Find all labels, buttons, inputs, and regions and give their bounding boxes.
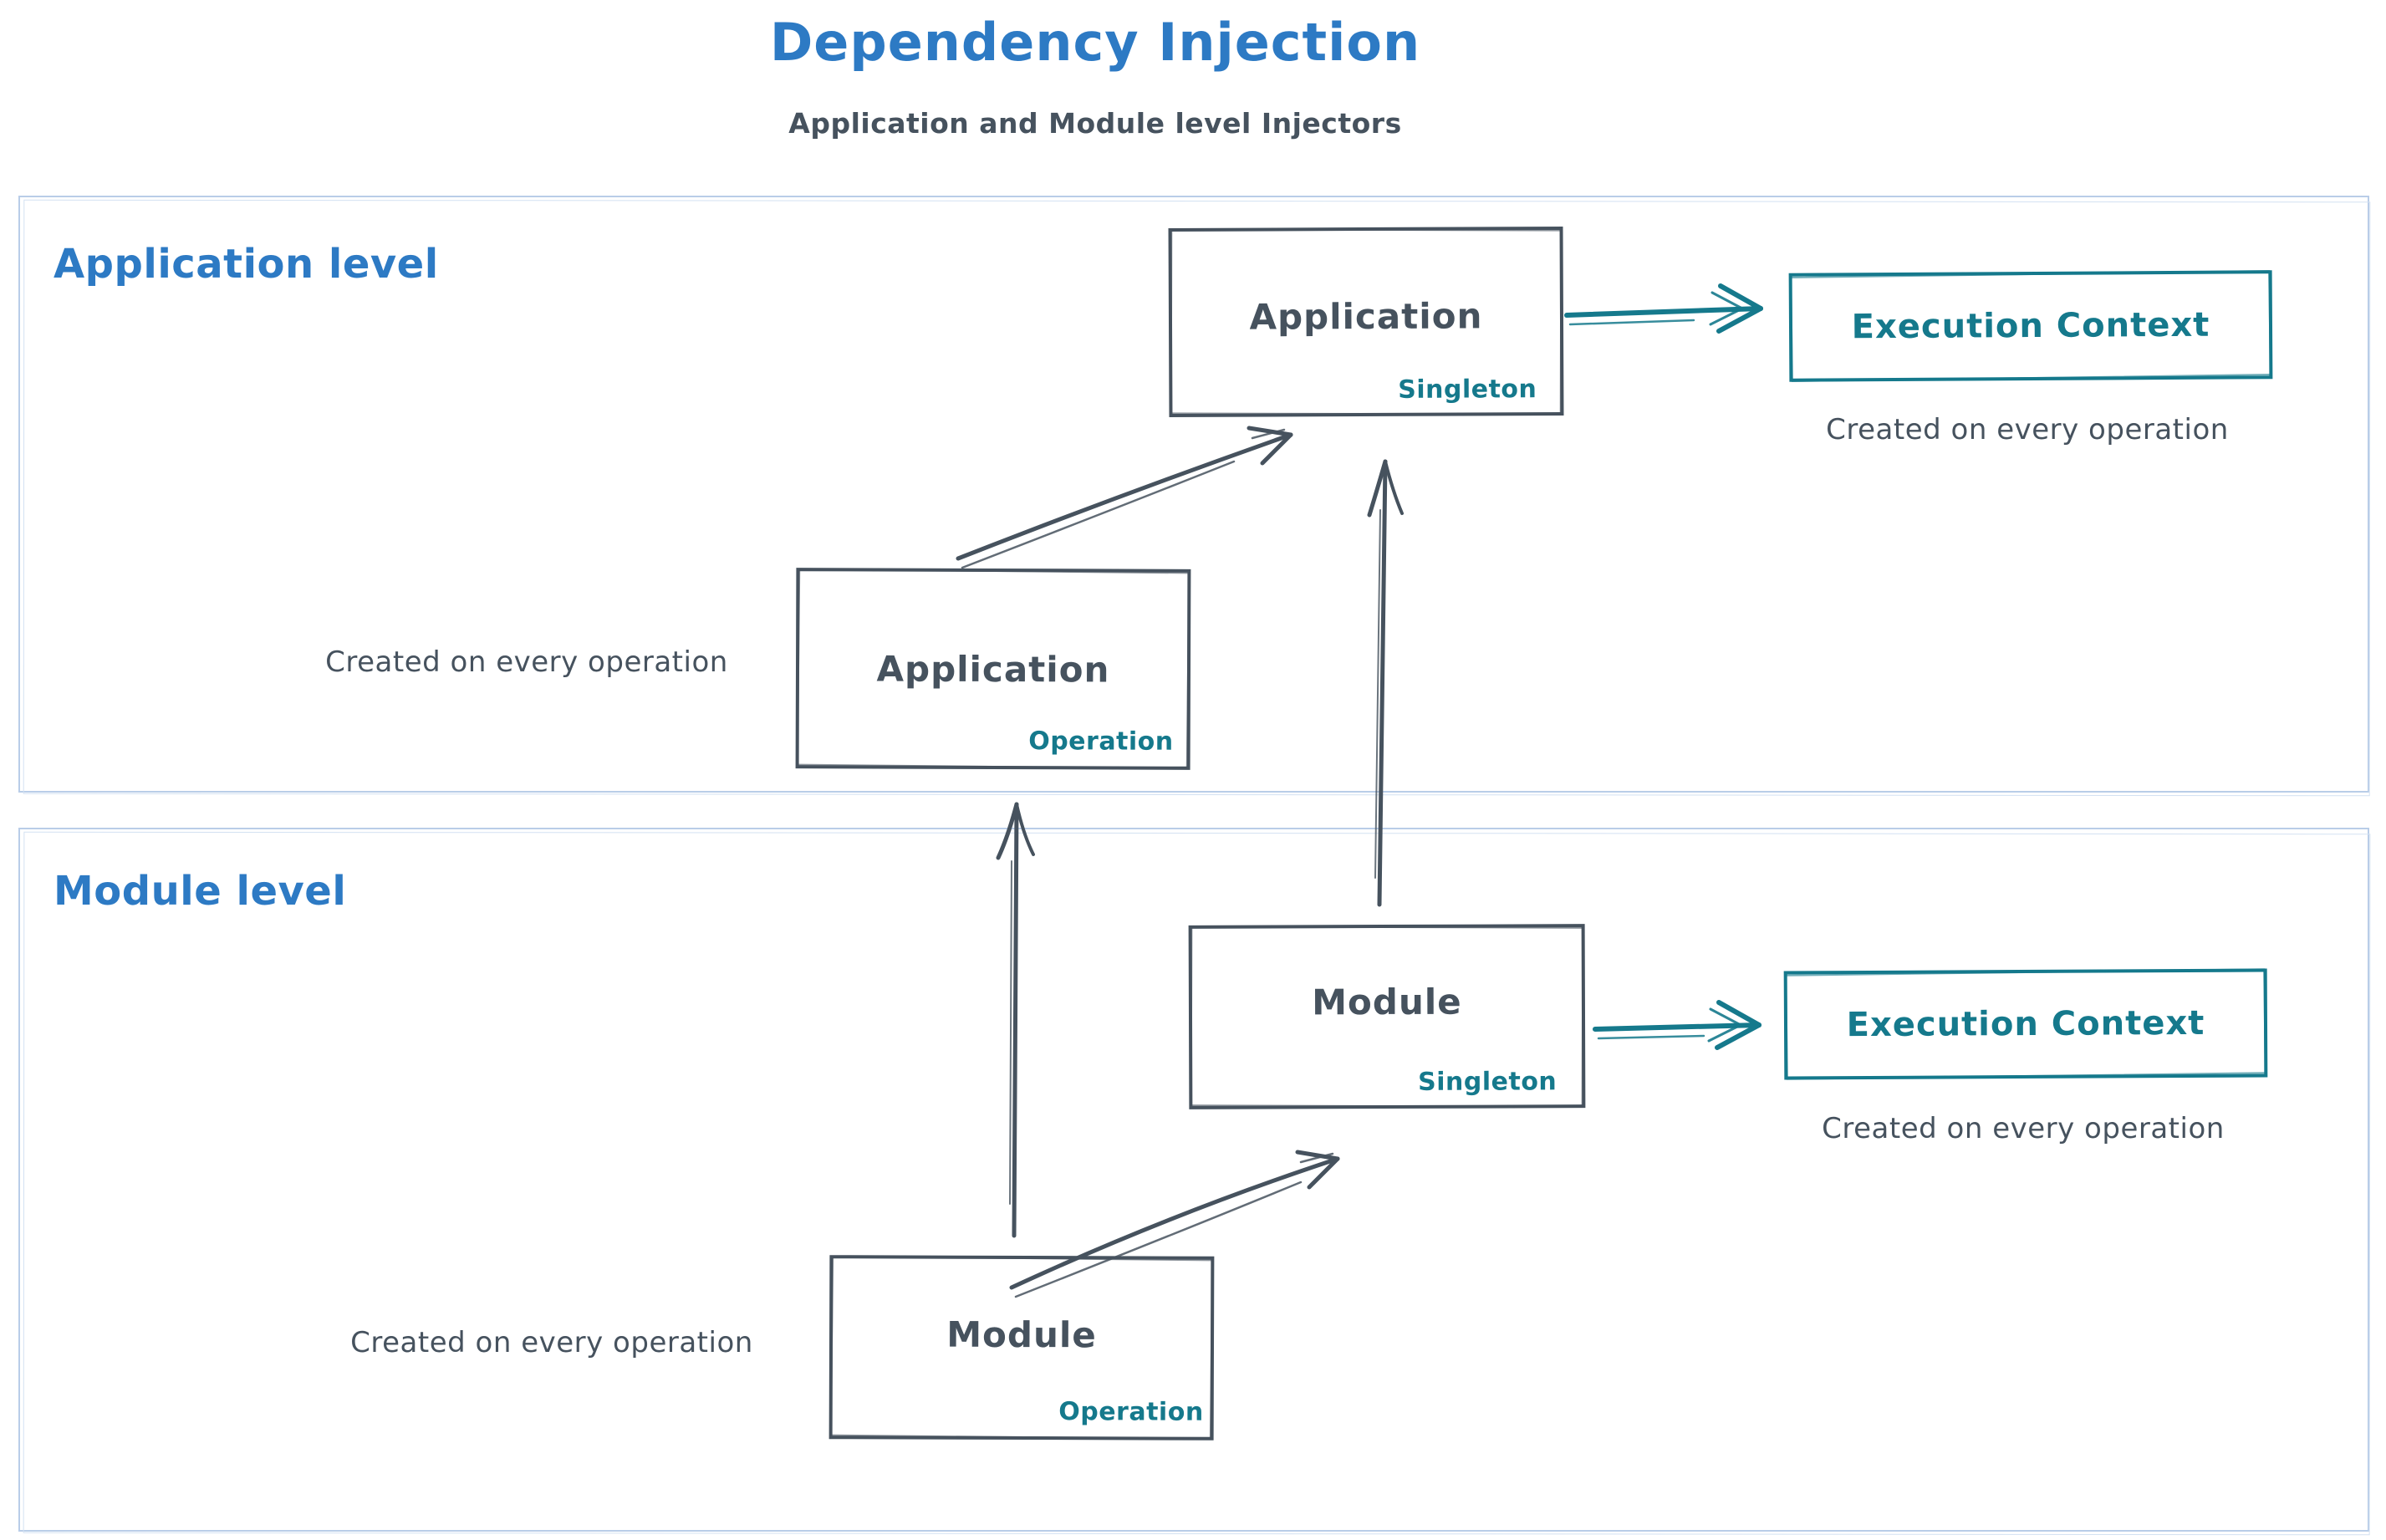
- module-execution-context-box: Execution Context: [1783, 968, 2268, 1080]
- application-operation-caption: Created on every operation: [325, 645, 728, 679]
- module-singleton-badge: Singleton: [1418, 1067, 1558, 1097]
- module-execution-context-caption: Created on every operation: [1822, 1112, 2225, 1145]
- module-level-frame: [18, 828, 2369, 1532]
- module-operation-caption: Created on every operation: [350, 1326, 753, 1359]
- module-operation-badge: Operation: [1058, 1397, 1204, 1427]
- application-singleton-box: Application Singleton: [1168, 226, 1564, 418]
- module-execution-context-label: Execution Context: [1846, 1003, 2205, 1045]
- application-level-frame: [18, 196, 2369, 793]
- application-operation-box: Application Operation: [795, 568, 1191, 770]
- application-singleton-badge: Singleton: [1398, 375, 1537, 405]
- application-singleton-title: Application: [1249, 295, 1483, 338]
- module-singleton-box: Module Singleton: [1188, 924, 1586, 1109]
- module-singleton-title: Module: [1312, 981, 1462, 1023]
- application-execution-context-box: Execution Context: [1788, 270, 2273, 382]
- application-operation-title: Application: [876, 648, 1110, 691]
- application-execution-context-label: Execution Context: [1851, 305, 2210, 347]
- application-operation-badge: Operation: [1028, 727, 1174, 757]
- module-level-label: Module level: [54, 868, 347, 915]
- module-operation-title: Module: [946, 1313, 1097, 1356]
- page-subtitle: Application and Module level Injectors: [788, 107, 1402, 140]
- application-level-label: Application level: [54, 241, 439, 288]
- application-execution-context-caption: Created on every operation: [1826, 413, 2229, 446]
- module-operation-box: Module Operation: [828, 1255, 1215, 1441]
- page-title: Dependency Injection: [769, 12, 1421, 73]
